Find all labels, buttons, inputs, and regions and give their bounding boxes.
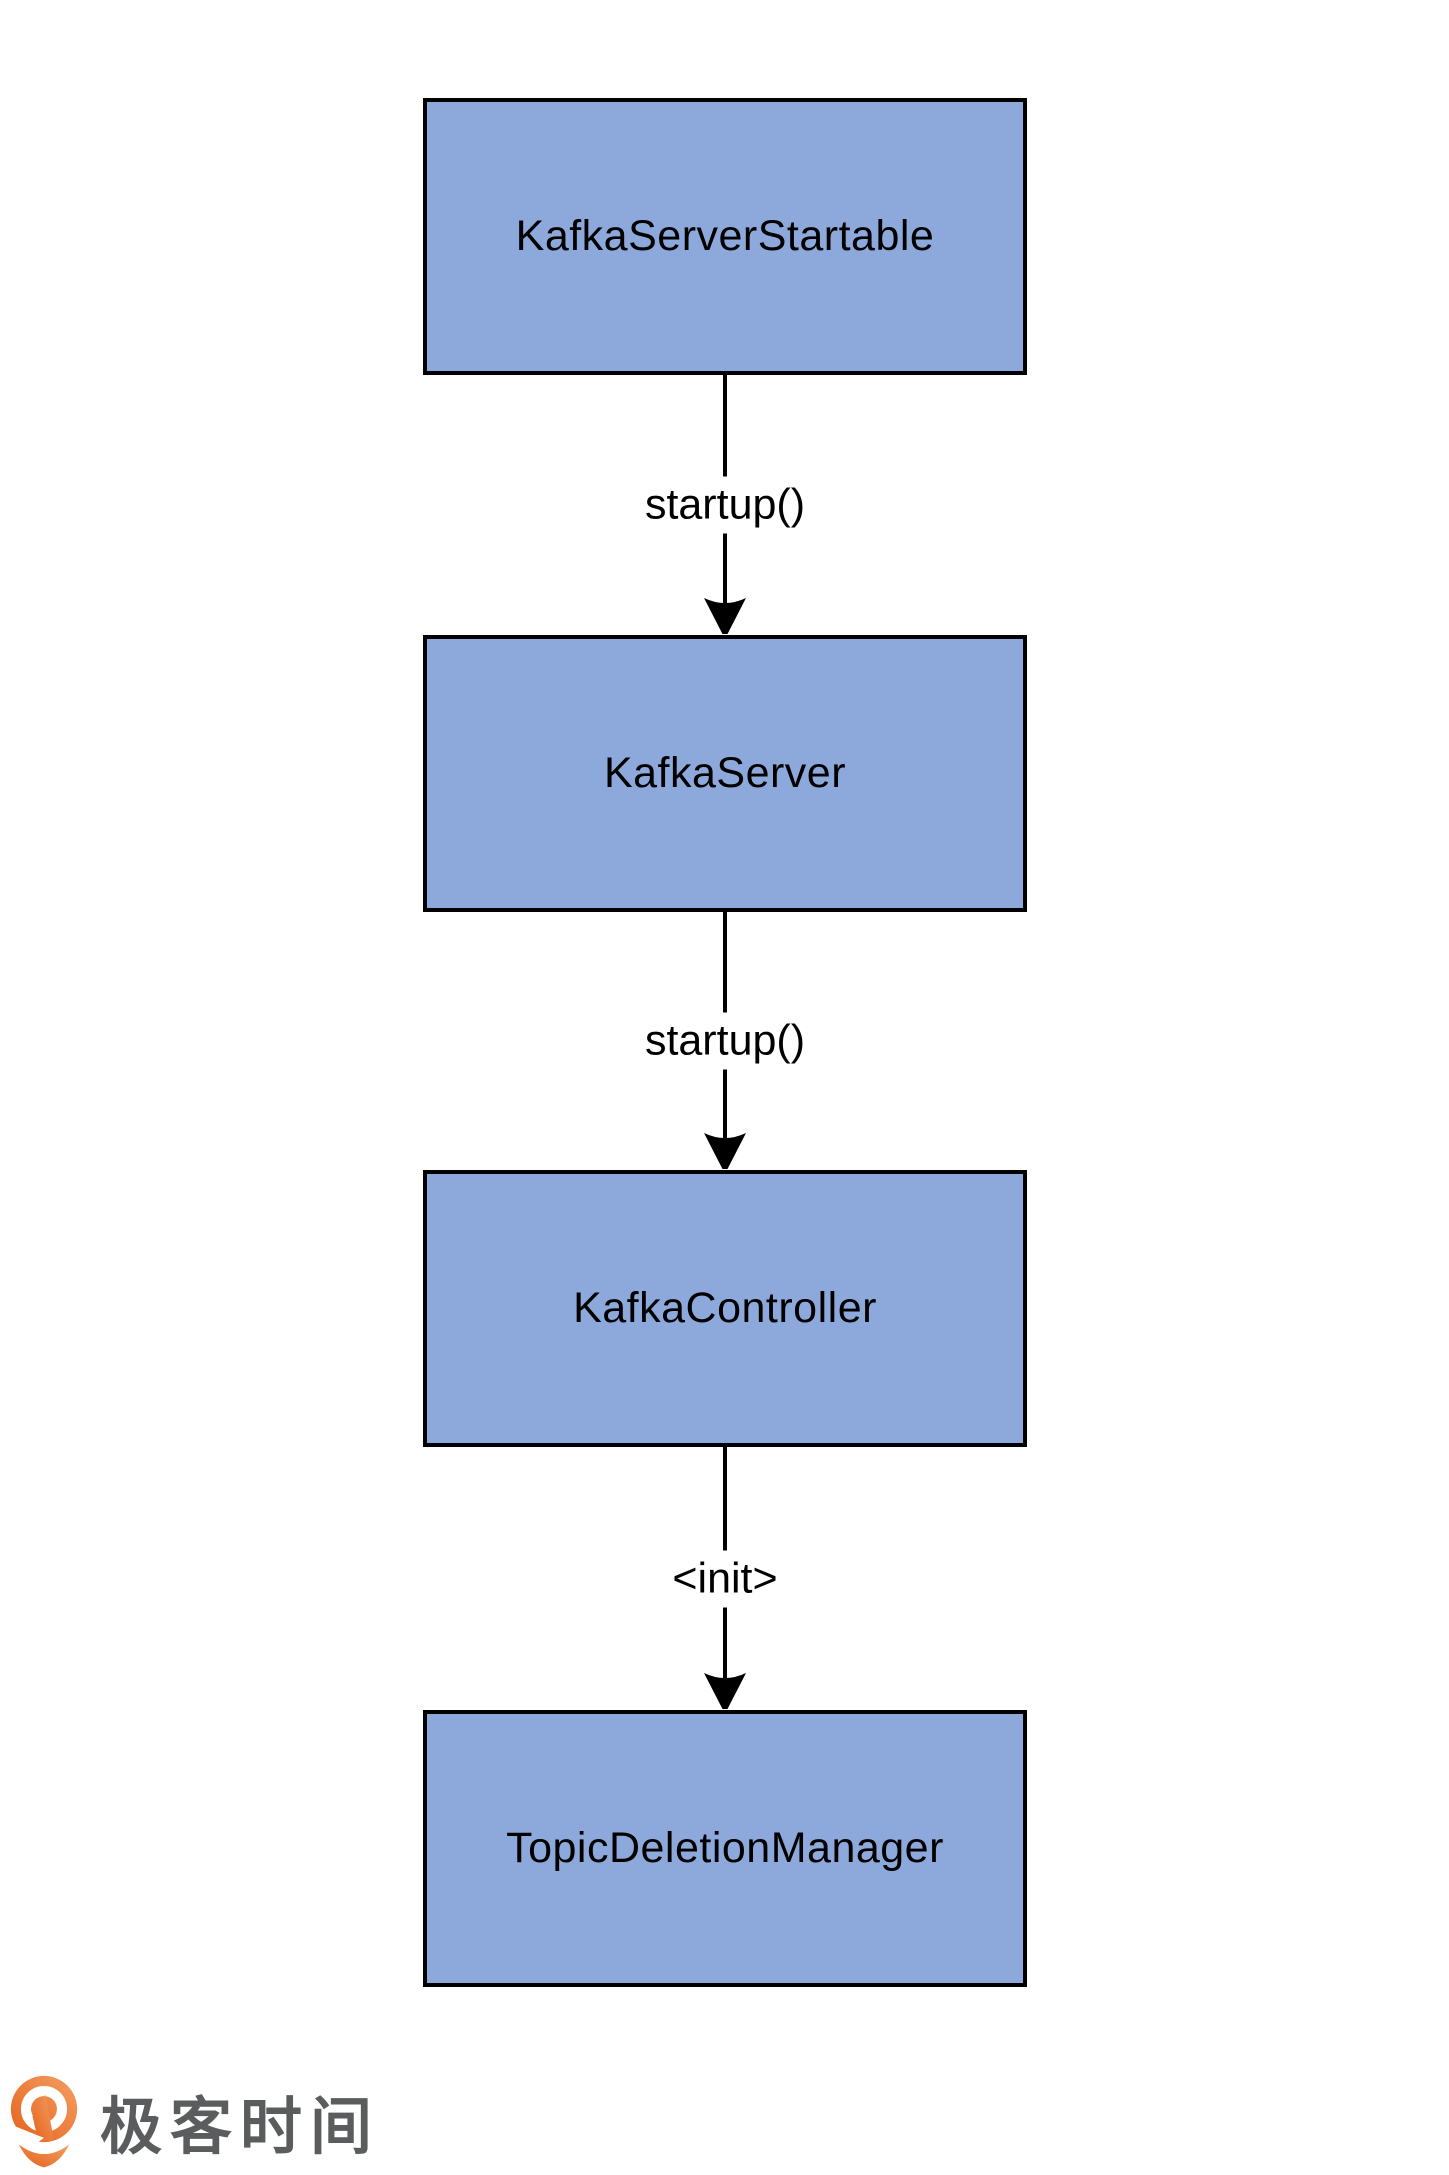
node-label: KafkaServerStartable [515,212,935,260]
node-label: KafkaServer [603,749,847,797]
node-label: TopicDeletionManager [506,1824,944,1872]
arrowhead-down-icon [703,1672,747,1710]
edge-startable-to-server: startup() [423,375,1027,635]
edge-label: startup() [632,476,818,534]
node-kafka-server-startable: KafkaServerStartable [423,98,1027,375]
node-label: KafkaController [573,1284,877,1332]
edge-label: <init> [660,1550,790,1607]
edge-label: startup() [632,1012,818,1070]
geektime-logo-text: 极客时间 [100,2093,381,2162]
node-kafka-controller: KafkaController [423,1170,1027,1447]
arrowhead-down-icon [703,597,747,635]
node-kafka-server: KafkaServer [423,635,1027,912]
node-topic-deletion-manager: TopicDeletionManager [423,1710,1027,1987]
geektime-logo: 极客时间 [8,2072,380,2172]
geektime-pin-icon [10,2075,78,2168]
edge-controller-to-deletion-manager: <init> [423,1447,1027,1710]
edge-server-to-controller: startup() [423,912,1027,1170]
arrowhead-down-icon [703,1132,747,1170]
